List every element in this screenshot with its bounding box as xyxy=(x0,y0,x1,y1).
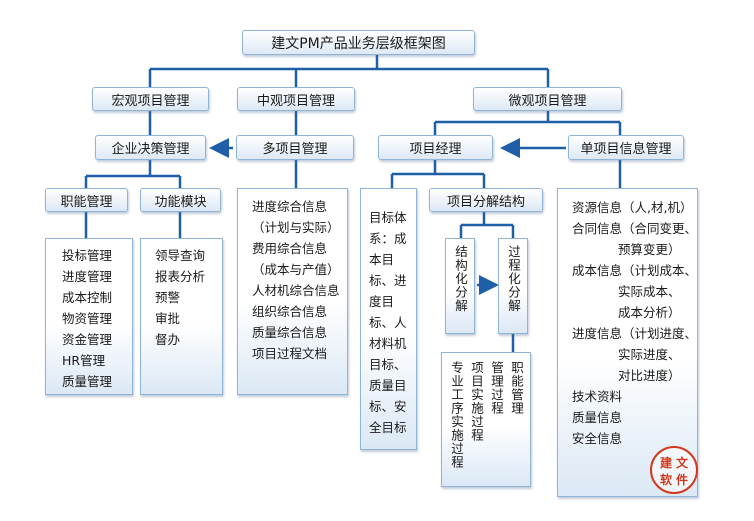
functional-items-panel: 投标管理 进度管理 成本控制 物资管理 资金管理 HR管理 质量管理 xyxy=(45,238,133,395)
list-item: （成本与产值） xyxy=(252,262,340,277)
multi-project-box: 多项目管理 xyxy=(236,135,354,160)
structured-label: 结构化分解 xyxy=(453,245,468,313)
list-item: 进度管理 xyxy=(62,269,113,284)
target-system-text: 目标体系：成本目标、进度目标、人材料机目标、质量目标、安全目标 xyxy=(369,210,407,435)
list-item: 费用综合信息 xyxy=(252,241,328,256)
list-item: 成本信息（计划成本、 xyxy=(572,263,698,278)
list-item: 报表分析 xyxy=(155,269,206,284)
list-item: 投标管理 xyxy=(62,248,113,263)
wbs-label: 项目分解结构 xyxy=(446,194,525,210)
list-item: 进度综合信息 xyxy=(252,199,328,214)
list-item: 对比进度） xyxy=(618,368,681,383)
project-manager-box: 项目经理 xyxy=(378,135,493,160)
multi-items-list: 进度综合信息 （计划与实际） 费用综合信息 （成本与产值） 人材机综合信息 组织… xyxy=(252,196,347,364)
functional-items-list: 投标管理 进度管理 成本控制 物资管理 资金管理 HR管理 质量管理 xyxy=(62,245,132,392)
list-item: 资源信息（人,材,机） xyxy=(572,200,693,215)
multi-label: 多项目管理 xyxy=(262,142,328,157)
module-label: 功能模块 xyxy=(154,194,207,210)
list-item: （计划与实际） xyxy=(252,220,340,235)
list-item: 督办 xyxy=(155,332,181,347)
list-item: 组织综合信息 xyxy=(252,304,328,319)
micro-label: 微观项目管理 xyxy=(508,93,587,109)
multi-items-panel: 进度综合信息 （计划与实际） 费用综合信息 （成本与产值） 人材机综合信息 组织… xyxy=(237,188,348,395)
list-item: 质量综合信息 xyxy=(252,325,328,340)
list-item: 实际成本、 xyxy=(618,284,681,299)
process-item: 职能管理 xyxy=(509,361,524,415)
list-item: 技术资料 xyxy=(572,389,623,404)
middle-label: 中观项目管理 xyxy=(256,93,335,109)
list-item: 领导查询 xyxy=(155,248,206,263)
list-item: 实际进度、 xyxy=(618,347,681,362)
seal-char: 软 xyxy=(659,473,672,487)
functional-management-box: 职能管理 xyxy=(45,188,128,212)
process-items-panel: 职能管理 管理过程 项目实施过程 专业工序实施过程 xyxy=(441,352,531,487)
function-module-box: 功能模块 xyxy=(140,188,221,212)
module-items-panel: 领导查询 报表分析 预警 审批 督办 xyxy=(140,238,223,395)
pm-label: 项目经理 xyxy=(409,142,462,157)
enterprise-decision-box: 企业决策管理 xyxy=(95,135,206,160)
macro-label: 宏观项目管理 xyxy=(111,93,190,109)
macro-project-management-box: 宏观项目管理 xyxy=(92,87,209,111)
structured-decomposition-box: 结构化分解 xyxy=(445,238,475,334)
module-items-list: 领导查询 报表分析 预警 审批 督办 xyxy=(155,245,222,350)
seal-char: 件 xyxy=(675,473,688,487)
middle-project-management-box: 中观项目管理 xyxy=(237,87,355,111)
list-item: 资金管理 xyxy=(62,332,113,347)
process-decomposition-box: 过程化分解 xyxy=(498,238,528,334)
list-item: 进度信息（计划进度、 xyxy=(572,326,698,341)
seal-char: 文 xyxy=(675,456,688,470)
list-item: 审批 xyxy=(155,311,181,326)
functional-label: 职能管理 xyxy=(60,194,113,210)
list-item: 质量信息 xyxy=(572,410,623,425)
single-project-info-box: 单项目信息管理 xyxy=(568,135,684,160)
list-item: 物资管理 xyxy=(62,311,113,326)
list-item: 预警 xyxy=(155,290,181,305)
single-label: 单项目信息管理 xyxy=(580,142,672,157)
single-items-list: 资源信息（人,材,机） 合同信息（合同变更、 预算变更） 成本信息（计划成本、 … xyxy=(572,197,697,449)
company-seal: 建 文 软 件 xyxy=(650,446,698,494)
list-item: 成本分析） xyxy=(618,305,681,320)
target-system-panel: 目标体系：成本目标、进度目标、人材料机目标、质量目标、安全目标 xyxy=(360,188,417,450)
list-item: 项目过程文档 xyxy=(252,346,328,361)
list-item: 成本控制 xyxy=(62,290,113,305)
process-item: 项目实施过程 xyxy=(469,361,484,442)
micro-project-management-box: 微观项目管理 xyxy=(473,87,622,111)
list-item: HR管理 xyxy=(62,353,106,368)
list-item: 人材机综合信息 xyxy=(252,283,340,298)
title-box: 建文PM产品业务层级框架图 xyxy=(242,30,475,55)
list-item: 合同信息（合同变更、 xyxy=(572,221,698,236)
process-label: 过程化分解 xyxy=(506,245,521,313)
page-title: 建文PM产品业务层级框架图 xyxy=(271,35,446,52)
list-item: 安全信息 xyxy=(572,431,623,446)
seal-char: 建 xyxy=(659,456,672,470)
wbs-box: 项目分解结构 xyxy=(429,188,543,212)
enterprise-label: 企业决策管理 xyxy=(111,142,190,157)
list-item: 预算变更） xyxy=(618,242,681,257)
single-items-panel: 资源信息（人,材,机） 合同信息（合同变更、 预算变更） 成本信息（计划成本、 … xyxy=(557,188,698,497)
list-item: 质量管理 xyxy=(62,374,113,389)
process-item: 专业工序实施过程 xyxy=(449,361,464,469)
process-item: 管理过程 xyxy=(489,361,504,415)
